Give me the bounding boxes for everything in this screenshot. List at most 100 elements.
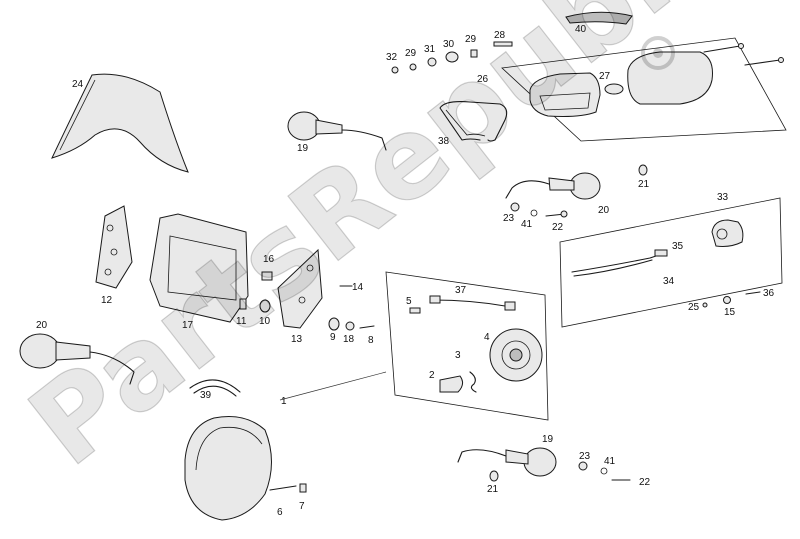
part-11-spacer [239, 298, 247, 310]
turn-signal-wire-front [89, 351, 135, 385]
callout-37: 37 [455, 285, 467, 296]
part-1-headlight-unit [184, 416, 272, 521]
part-17-headlight-frame [149, 213, 249, 323]
callout-41: 41 [604, 456, 616, 467]
callout-19: 19 [297, 143, 309, 154]
gear-icon [641, 36, 675, 70]
turn-signal-wire-rear [505, 180, 550, 199]
part-13-side-bracket [277, 248, 323, 329]
callout-36: 36 [763, 288, 775, 299]
fairing-edge [59, 79, 96, 151]
callout-35: 35 [672, 241, 684, 252]
callout-15: 15 [724, 307, 736, 318]
part-19-turn-signal-bottom [523, 447, 557, 477]
reflector-ring-inner [501, 340, 531, 370]
callout-9: 9 [330, 332, 336, 343]
part-19-turn-signal-top [287, 111, 321, 141]
tail-screw-head-2 [778, 57, 784, 63]
callout-34: 34 [663, 276, 675, 287]
callout-27: 27 [599, 71, 611, 82]
part-35-connector [654, 249, 668, 257]
bracket12-hole-1 [106, 224, 114, 232]
callout-11: 11 [236, 316, 247, 327]
callout-29: 29 [465, 34, 477, 45]
callout-13: 13 [291, 334, 303, 345]
license-light-lens [716, 228, 728, 240]
callout-17: 17 [182, 320, 194, 331]
part-39-headlight-rim-strip-b [193, 385, 237, 397]
tail-light-lens-shell [627, 51, 713, 105]
bracket12-hole-2 [110, 248, 118, 256]
turn-signal-stalk-front [55, 341, 91, 361]
part-22-screw-head-a [560, 210, 568, 218]
part-10-grommet [259, 299, 271, 313]
callout-26: 26 [477, 74, 489, 85]
callout-28: 28 [494, 30, 506, 41]
headlight-leader [279, 371, 387, 401]
part-5-connector [409, 307, 421, 314]
callout-33: 33 [717, 192, 729, 203]
callout-2: 2 [429, 370, 435, 381]
part-27-bulb [604, 83, 624, 95]
callout-4: 4 [484, 332, 490, 343]
callout-41: 41 [521, 219, 533, 230]
part-25-screw [702, 302, 708, 308]
headlight-lens-edge [195, 426, 263, 471]
callout-29: 29 [405, 48, 417, 59]
part-12-side-bracket [95, 205, 133, 289]
wiring-frame-33 [559, 197, 783, 328]
callout-30: 30 [443, 39, 455, 50]
part-23-nut-b [578, 461, 588, 471]
turn-signal-stalk-rear [548, 177, 575, 191]
callout-3: 3 [455, 350, 461, 361]
callout-31: 31 [424, 44, 436, 55]
callout-32: 32 [386, 52, 398, 63]
callout-23: 23 [579, 451, 591, 462]
tail-screw-2 [744, 59, 781, 66]
part-37-wire-harness [433, 299, 506, 307]
reflector-ring-core [509, 348, 523, 362]
callout-25: 25 [688, 302, 700, 313]
part-21-bulb-a [638, 164, 648, 176]
callout-18: 18 [343, 334, 355, 345]
frame17-inner [167, 235, 237, 301]
part-37-end [504, 301, 516, 311]
part-28-bolt [493, 41, 513, 47]
part-38-bracket-inner [445, 109, 486, 137]
part-6-spring [269, 485, 297, 491]
part-8-screw [359, 325, 375, 329]
part-29-washer-a [470, 49, 478, 58]
part-2-bulb [439, 375, 464, 393]
part-23-nut-a [510, 202, 520, 212]
headlight-internals-frame [385, 271, 549, 421]
part-38-bracket [439, 101, 508, 142]
part-16-clip [261, 271, 273, 281]
callout-24: 24 [72, 79, 84, 90]
bracket13-hole-2 [298, 296, 306, 304]
callout-6: 6 [277, 507, 283, 518]
turn-signal-wire-bottom [457, 449, 507, 463]
callout-5: 5 [406, 296, 412, 307]
callout-1: 1 [281, 396, 287, 407]
part-41-washer-b [600, 467, 608, 475]
part-18-nut [345, 321, 355, 331]
turn-signal-wire-top [341, 129, 387, 151]
part-37-plug [429, 295, 441, 304]
part-29-washer-b [409, 63, 417, 71]
part-31-nut [427, 57, 437, 67]
part-15-nut [723, 296, 731, 304]
callout-38: 38 [438, 136, 450, 147]
turn-signal-stalk-top [315, 119, 343, 135]
tail-screw-head-1 [738, 43, 744, 49]
part-7-nut [299, 483, 307, 493]
part-30-grommet [445, 51, 459, 63]
part-9-grommet [328, 317, 340, 331]
tail-light-lens-inner [539, 92, 591, 111]
part-36-screw [745, 291, 761, 295]
callout-21: 21 [487, 484, 499, 495]
callout-20: 20 [598, 205, 610, 216]
callout-12: 12 [101, 295, 113, 306]
callout-20: 20 [36, 320, 48, 331]
